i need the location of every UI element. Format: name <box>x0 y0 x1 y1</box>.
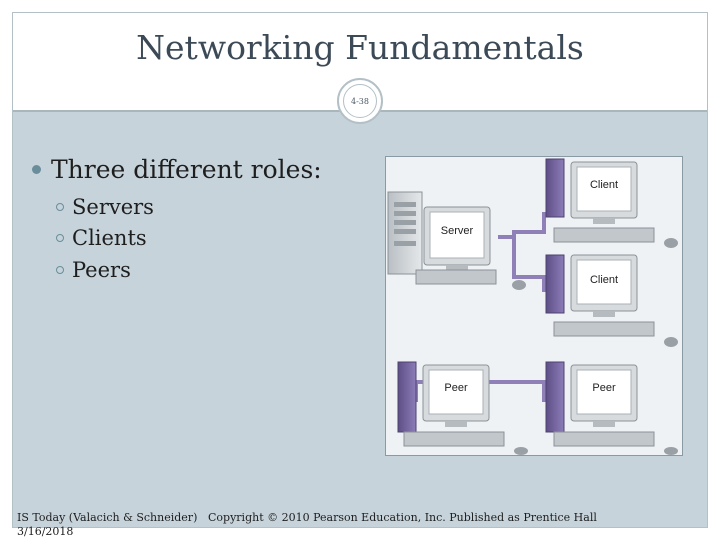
main-bullet-text: Three different roles: <box>51 155 322 184</box>
footer-date: 3/16/2018 <box>17 525 74 538</box>
main-bullet: Three different roles: <box>32 155 322 184</box>
server-client-link-2 <box>512 237 546 292</box>
page-number-badge: 4-38 <box>337 78 383 124</box>
server-client-link <box>498 212 546 239</box>
client-bottom-label: Client <box>590 274 618 286</box>
network-diagram-svg: Server Client Client P <box>387 158 678 455</box>
footer-source: IS Today (Valacich & Schneider) 3/16/201… <box>17 511 197 539</box>
peer-left-label: Peer <box>444 382 468 394</box>
sub-bullet-text: Clients <box>72 226 147 251</box>
page-number: 4-38 <box>343 84 377 118</box>
sub-bullet-clients: Clients <box>56 223 154 255</box>
peer-left: Peer <box>397 361 528 455</box>
server-tower <box>387 191 423 275</box>
ring-bullet-icon <box>56 234 64 243</box>
slide-title: Networking Fundamentals <box>136 28 584 67</box>
sub-bullet-peers: Peers <box>56 254 154 286</box>
network-diagram-image: Server Client Client P <box>385 156 683 456</box>
ring-bullet-icon <box>56 202 64 211</box>
footer-copyright: Copyright © 2010 Pearson Education, Inc.… <box>208 511 597 524</box>
footer-source-text: IS Today (Valacich & Schneider) <box>17 511 198 524</box>
sub-bullet-servers: Servers <box>56 191 154 223</box>
ring-bullet-icon <box>56 265 64 274</box>
server-label: Server <box>441 225 474 237</box>
sub-bullet-list: Servers Clients Peers <box>56 191 154 286</box>
server-monitor: Server <box>415 206 526 290</box>
client-top: Client <box>545 158 678 248</box>
slide-frame <box>12 12 708 528</box>
sub-bullet-text: Peers <box>72 257 131 282</box>
peer-right: Peer <box>545 361 678 455</box>
sub-bullet-text: Servers <box>72 194 154 219</box>
peer-right-label: Peer <box>592 382 616 394</box>
client-top-label: Client <box>590 179 618 191</box>
bullet-dot-icon <box>32 165 41 174</box>
client-bottom: Client <box>545 254 678 347</box>
